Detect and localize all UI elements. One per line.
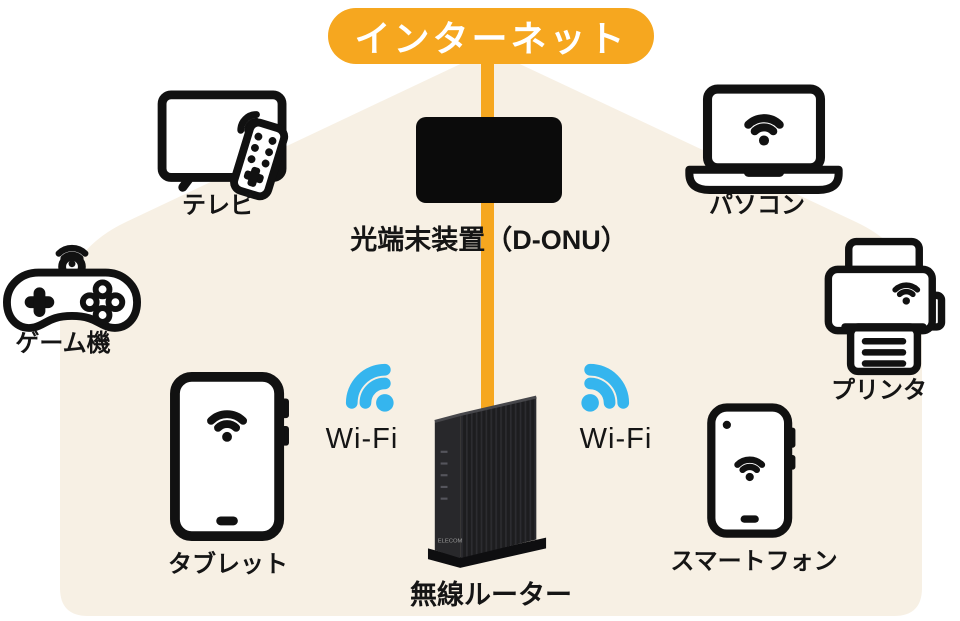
tv-icon [157,90,289,201]
pc-label: パソコン [709,192,805,219]
tablet-icon [170,371,289,542]
laptop-icon [685,84,843,194]
game-label: ゲーム機 [15,330,111,357]
onu-label: 光端末装置（D-ONU） [350,225,628,255]
printer-label: プリンタ [831,377,927,404]
internet-badge: インターネット [328,8,654,64]
tablet-label: タブレット [168,551,288,578]
internet-label: インターネット [354,18,628,59]
wifi-right-label: Wi-Fi [579,423,653,455]
router-brand-text: ELECOM [438,538,463,544]
remote-icon [230,118,289,201]
onu-box [416,117,562,203]
router-icon: ELECOM [427,395,547,568]
smartphone-icon [707,403,796,538]
tv-label: テレビ [182,192,254,219]
phone-label: スマートフォン [670,548,838,575]
printer-icon [824,237,946,376]
wifi-left-label: Wi-Fi [325,423,399,455]
wifi-signal-left-icon [345,363,394,412]
wifi-signal-right-icon [581,363,630,412]
gamepad-icon [3,244,141,332]
router-label: 無線ルーター [410,580,572,610]
